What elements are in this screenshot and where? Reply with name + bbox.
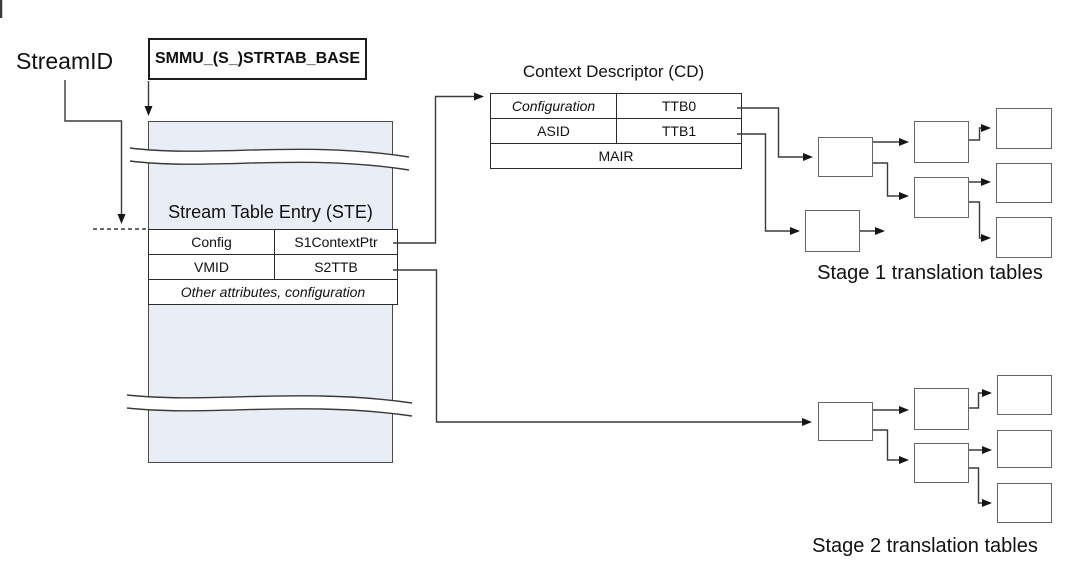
cd-row-3: MAIR bbox=[490, 143, 742, 169]
s2-table-box-l3-2 bbox=[997, 430, 1052, 468]
arrow-streamid-index bbox=[64, 80, 126, 224]
arrow-s1-a-to-d bbox=[873, 162, 909, 200]
arrow-ttb0 bbox=[737, 107, 813, 161]
s2-table-box-l2-a bbox=[914, 388, 969, 430]
ste-fields-table: Config S1ContextPtr VMID S2TTB Other att… bbox=[148, 229, 398, 305]
s1-table-box-l3-1 bbox=[996, 108, 1052, 149]
stage1-label: Stage 1 translation tables bbox=[817, 262, 1043, 284]
ste-cell-s1contextptr: S1ContextPtr bbox=[274, 229, 398, 255]
ste-cell-vmid: VMID bbox=[148, 254, 275, 280]
arrow-s2-root-to-g bbox=[873, 429, 909, 464]
cd-cell-mair: MAIR bbox=[490, 143, 742, 169]
s2-table-box-l2-b bbox=[914, 443, 969, 483]
arrow-s2-g-to-leaf3 bbox=[969, 467, 992, 507]
arrow-ttb1 bbox=[737, 133, 800, 235]
s1-table-box-ttb0-l1 bbox=[818, 137, 873, 177]
s1-table-box-l2-a bbox=[914, 121, 969, 163]
ste-row-1: Config S1ContextPtr bbox=[148, 229, 398, 255]
s1-table-box-l3-2 bbox=[996, 163, 1052, 203]
cd-cell-asid: ASID bbox=[490, 118, 617, 144]
ste-row-2: VMID S2TTB bbox=[148, 254, 398, 280]
cd-cell-ttb0: TTB0 bbox=[616, 93, 742, 119]
arrow-s1-d-to-leaf3 bbox=[969, 201, 991, 242]
s2-table-box-root bbox=[818, 402, 873, 441]
arrow-s1-c-to-leaf1 bbox=[969, 124, 991, 141]
s2-table-box-l3-1 bbox=[997, 375, 1052, 415]
cd-row-1: Configuration TTB0 bbox=[490, 93, 742, 119]
arrow-s2ttb-to-stage2 bbox=[393, 269, 812, 426]
ste-cell-s2ttb: S2TTB bbox=[274, 254, 398, 280]
ste-cell-other-attributes: Other attributes, configuration bbox=[148, 279, 398, 305]
arrow-s2-f-to-leaf1 bbox=[969, 389, 992, 409]
strtab-base-register-box: SMMU_(S_)STRTAB_BASE bbox=[148, 38, 367, 80]
cd-row-2: ASID TTB1 bbox=[490, 118, 742, 144]
strtab-base-register-label: SMMU_(S_)STRTAB_BASE bbox=[154, 50, 361, 67]
stage2-label: Stage 2 translation tables bbox=[812, 535, 1038, 557]
cd-fields-table: Configuration TTB0 ASID TTB1 MAIR bbox=[490, 93, 742, 169]
s1-table-box-l3-3 bbox=[996, 217, 1052, 258]
stream-id-label: StreamID bbox=[16, 48, 114, 74]
s2-table-box-l3-3 bbox=[997, 483, 1052, 523]
s1-table-box-ttb1-l1 bbox=[805, 210, 860, 252]
cd-cell-ttb1: TTB1 bbox=[616, 118, 742, 144]
ste-row-3: Other attributes, configuration bbox=[148, 279, 398, 305]
ste-title: Stream Table Entry (STE) bbox=[168, 202, 373, 222]
arrow-s1contextptr-to-cd bbox=[393, 92, 484, 244]
cd-title: Context Descriptor (CD) bbox=[522, 62, 705, 81]
s1-table-box-l2-b bbox=[914, 177, 969, 218]
ste-cell-config: Config bbox=[148, 229, 275, 255]
cd-cell-configuration: Configuration bbox=[490, 93, 617, 119]
